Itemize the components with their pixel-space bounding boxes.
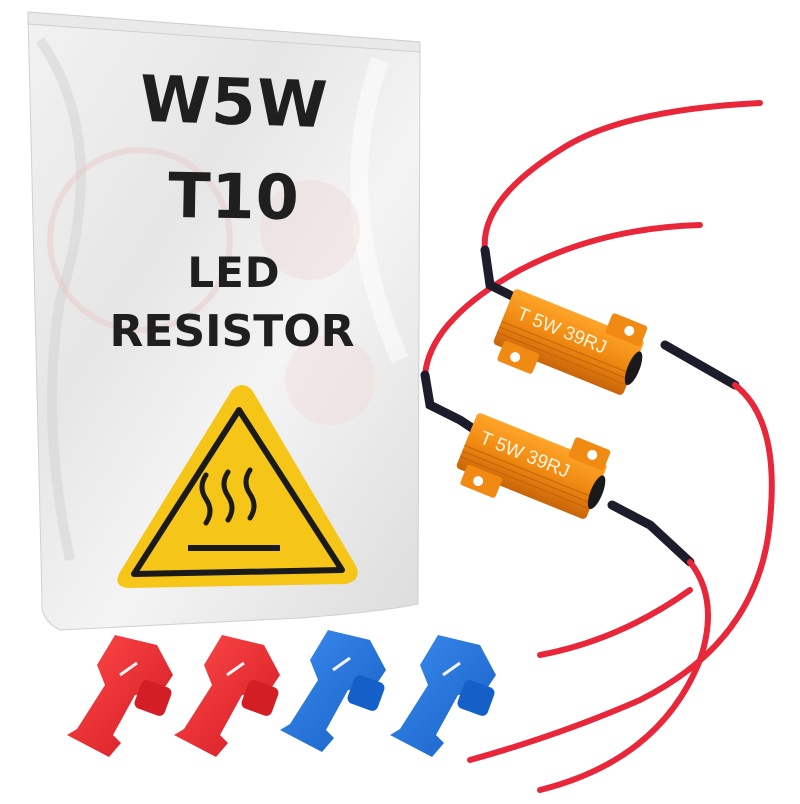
connector-red-1: [67, 635, 173, 757]
packaging-bag: [27, 11, 421, 631]
resistor-1: T 5W 39RJ: [493, 289, 648, 395]
hot-surface-warning-icon: [117, 385, 358, 588]
bag-title-line-2: T10: [167, 158, 301, 235]
connector-blue-1: [280, 630, 386, 752]
bag-title-line-3: LED: [187, 248, 281, 297]
resistor-2: T 5W 39RJ: [456, 413, 611, 519]
bag-title-line-1: W5W: [138, 62, 330, 144]
bag-title-line-4: RESISTOR: [109, 306, 355, 357]
wires: [420, 100, 775, 793]
connector-red-2: [174, 635, 280, 757]
connector-blue-2: [390, 635, 496, 757]
